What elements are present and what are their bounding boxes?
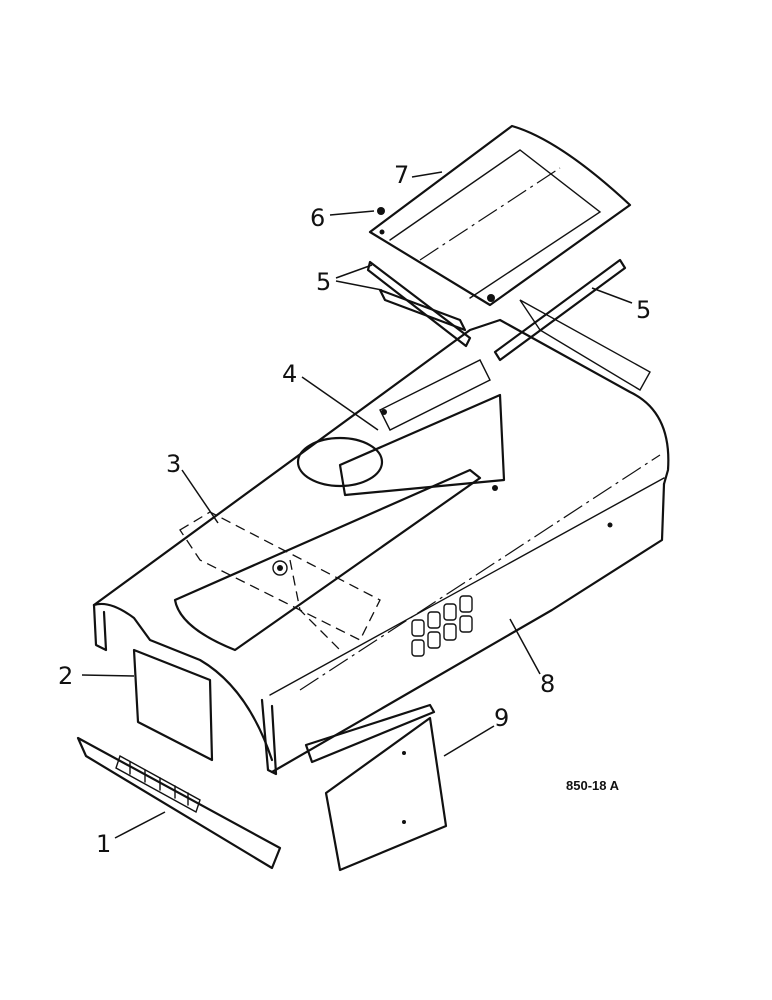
part-6-screw: [377, 207, 385, 215]
callout-5-left: 5: [316, 268, 331, 296]
callout-1: 1: [96, 830, 111, 858]
leader-lines: [81, 171, 633, 839]
hood-body: [92, 299, 670, 776]
callout-6: 6: [310, 204, 325, 232]
side-grille: [411, 595, 473, 657]
figure-reference: 850-18 A: [566, 778, 620, 793]
part-2-plate: [132, 648, 214, 762]
part-1-grille: [76, 736, 282, 870]
callout-2: 2: [58, 662, 73, 690]
part-7-panel: [368, 124, 632, 307]
callout-8: 8: [540, 670, 555, 698]
part-5-strips: [366, 258, 627, 362]
callout-9: 9: [494, 704, 509, 732]
callout-4: 4: [282, 360, 297, 388]
callout-5-right: 5: [636, 296, 651, 324]
part-9-panel: [304, 703, 448, 872]
callout-7: 7: [394, 161, 409, 189]
callout-3: 3: [166, 450, 181, 478]
part-4-cover: [296, 359, 506, 497]
